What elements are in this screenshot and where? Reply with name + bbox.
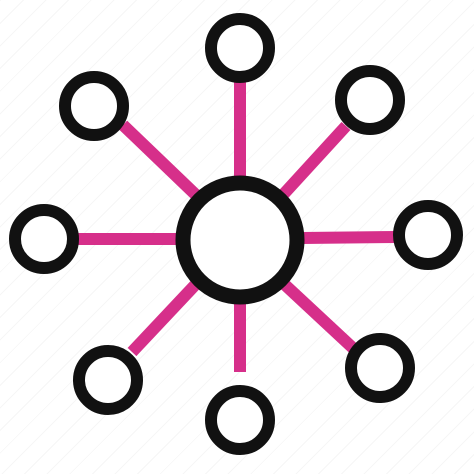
node-bottom [205,385,275,455]
node-bottom-left [73,345,143,415]
node-top-left [59,71,129,141]
spoke-bottom-left [127,279,201,357]
node-right [393,200,463,270]
spoke-top-left [118,120,202,201]
node-top [205,13,275,83]
nodes [9,13,463,455]
spoke-top-right [276,121,351,202]
hub-circle [175,175,305,305]
node-top-right [335,65,405,135]
spokes [77,80,399,372]
node-left [9,204,79,274]
spoke-bottom-right [278,278,360,355]
node-bottom-right [345,333,415,403]
spoke-right [301,231,399,244]
